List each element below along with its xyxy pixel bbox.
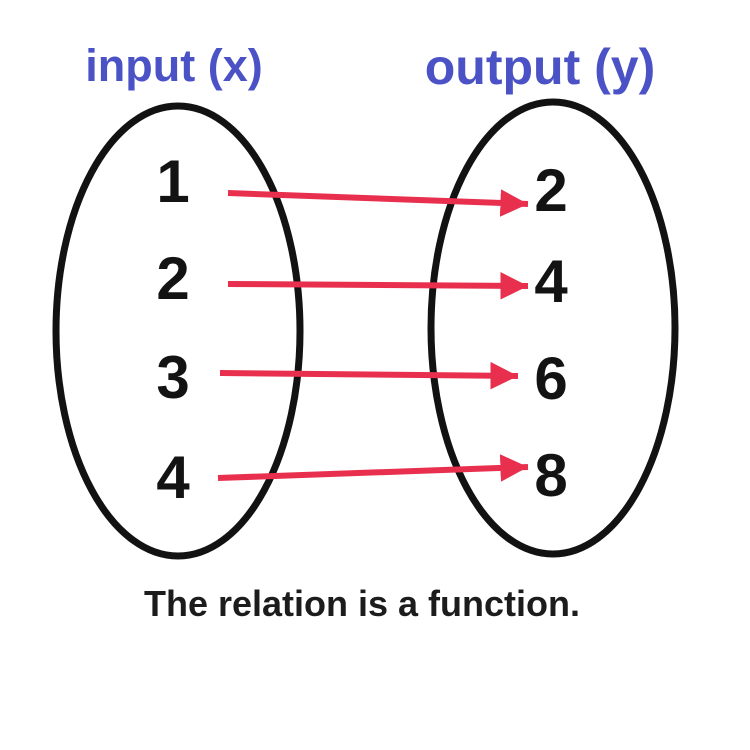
mapping-arrow-3	[219, 361, 519, 390]
mapping-arrow-4	[217, 454, 529, 482]
output-value-2: 4	[534, 248, 568, 315]
output-ellipse	[427, 98, 679, 558]
mapping-arrow-1	[227, 189, 529, 217]
input-ellipse	[52, 102, 304, 560]
input-set-label: input (x)	[85, 40, 262, 91]
input-value-4: 4	[156, 444, 190, 511]
mapping-arrow-2	[227, 272, 529, 300]
input-value-2: 2	[156, 245, 189, 312]
caption: The relation is a function.	[144, 583, 580, 624]
input-value-3: 3	[156, 344, 189, 411]
output-value-3: 6	[534, 345, 567, 412]
output-value-1: 2	[534, 157, 567, 224]
input-value-1: 1	[156, 148, 189, 215]
output-set-label: output (y)	[425, 39, 655, 95]
output-value-4: 8	[534, 442, 567, 509]
